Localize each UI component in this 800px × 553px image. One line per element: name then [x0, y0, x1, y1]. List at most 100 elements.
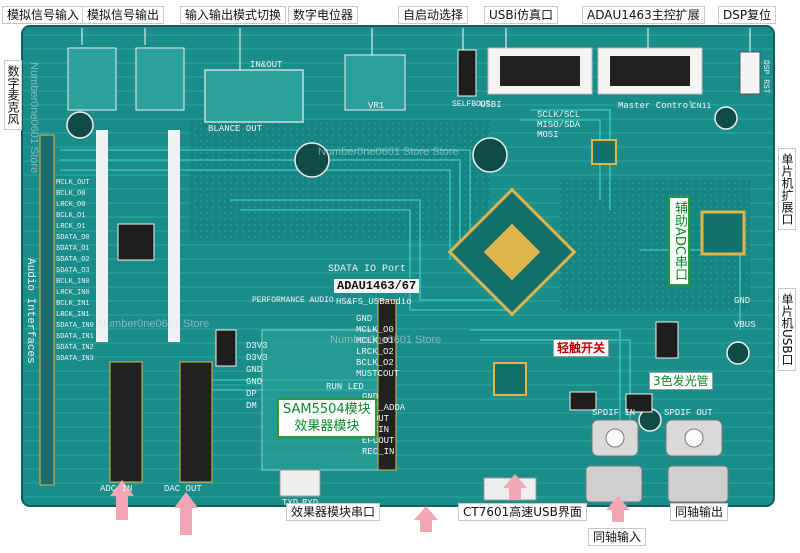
pin-label: LRCK_O2: [356, 347, 394, 357]
pin-label: DM: [246, 401, 257, 411]
adc-dac-pads: [109, 361, 213, 483]
callout-adau-ext: ADAU1463主控扩展: [582, 6, 705, 24]
label-adc-uart: 辅助ADC串口: [668, 196, 690, 286]
silk-selfboot: SELFBOOT: [452, 100, 491, 109]
pin-labels-left: MCLK_OUT BCLK_O0 LRCK_O0 BCLK_O1 LRCK_O1…: [56, 178, 94, 365]
pin-label: SDATA_O3: [56, 267, 90, 275]
adc-header-strip: [96, 130, 108, 342]
pin-label: LRCK_IN0: [56, 289, 90, 297]
silk-inout: IN&OUT: [250, 60, 283, 70]
label-rgb-led: 3色发光管: [649, 372, 713, 390]
io-switch-block: [204, 69, 304, 123]
callout-self-start: 自启动选择: [398, 6, 469, 24]
callout-coax-out: 同轴输出: [670, 503, 729, 521]
uart-connector: [279, 469, 321, 497]
dac-header-strip: [168, 130, 180, 342]
pin-label: BCLK_O2: [356, 358, 394, 368]
pin-labels-mid: D3V3 D3V3 GND GND DP DM: [246, 340, 268, 412]
callout-lines: [81, 28, 751, 70]
callout-analog-out: 模拟信号输出: [82, 6, 165, 24]
callout-analog-in: 模拟信号输入: [2, 6, 85, 24]
silk-miso: MISO/SDA: [537, 120, 581, 130]
ct7601-chip: [493, 362, 527, 396]
watermark: Number0ne0601 Store: [98, 318, 210, 330]
pin-label: SDATA_IN3: [56, 355, 94, 363]
vr1-block: [344, 54, 406, 111]
callout-usbi: USBi仿真口: [484, 6, 558, 24]
chip-sub-label: HS&FS_USBaudio: [336, 297, 412, 307]
pin-label: MUSTCOUT: [356, 369, 400, 379]
selfboot-jumper: [457, 49, 477, 97]
reset-button: [739, 51, 761, 95]
spdif-jacks: [585, 419, 729, 503]
pin-labels-center: GND MCLK_O0 MCLK_O1 LRCK_O2 BCLK_O2 MUST…: [356, 314, 399, 380]
watermark: Number0ne0601 Store: [28, 62, 40, 174]
label-touch-switch: 轻触开关: [553, 339, 610, 357]
silk-master-control: Master Control: [618, 101, 694, 111]
dsp-chip: [447, 187, 577, 317]
mcu-chip: [700, 210, 746, 256]
left-edge-connector: [39, 134, 55, 486]
chip-part-label: ADAU1463/67: [334, 279, 420, 293]
silk-vbus: VBUS: [734, 320, 756, 330]
analog-pad-blocks: [67, 47, 185, 111]
aux-chip: [591, 139, 617, 165]
pin-label: SDATA_IN2: [56, 344, 94, 352]
electrolytic-caps: [66, 106, 750, 432]
pin-label: MCLK_OUT: [56, 179, 90, 187]
pin-label: BCLK_IN1: [56, 300, 90, 308]
silk-gnd: GND: [734, 296, 751, 306]
silk-spdif-in: SPDIF IN: [592, 408, 636, 418]
pin-label: REC_IN: [362, 447, 395, 457]
callout-effects-uart: 效果器模块串口: [286, 503, 381, 521]
pin-label: GND: [362, 392, 379, 402]
pin-label: MCLK_O1: [356, 336, 394, 346]
pin-label: BCLK_O0: [56, 190, 86, 198]
callout-mcu-usb: 单片机USB口: [778, 288, 796, 371]
pin-label: LRCK_IN1: [56, 311, 90, 319]
pin-label: GND: [356, 314, 373, 324]
pin-label: MCLK_O0: [356, 325, 394, 335]
pin-label: EFCOUT: [362, 436, 395, 446]
pin-label: SDATA_O1: [56, 245, 90, 253]
callout-digital-pot: 数字电位器: [288, 6, 359, 24]
watermark: Number0ne0601 Store Store: [318, 146, 459, 158]
watermark: Number0ne0601 Store: [330, 334, 442, 346]
pin-label: SDATA_O0: [56, 234, 90, 242]
callout-io-switch: 输入输出模式切换: [180, 6, 287, 24]
silk-sdata-io: SDATA IO Port: [328, 264, 407, 275]
center-header: [377, 299, 397, 471]
pin-label: BCLK_IN0: [56, 278, 90, 286]
pin-label: D3V3: [246, 341, 268, 351]
silk-audio-interfaces: Audio Interfaces: [24, 258, 36, 364]
sam-line2: 效果器模块: [294, 419, 360, 434]
silk-balance-out: BLANCE OUT: [208, 124, 263, 134]
silk-adc-in: ADC IN: [100, 484, 133, 494]
pin-label: GND: [246, 365, 263, 375]
silk-sclk: SCLK/SCL: [537, 110, 581, 120]
silk-dac-out: DAC OUT: [164, 484, 202, 494]
silk-performance: PERFORMANCE AUDIO: [252, 296, 334, 305]
pin-label: GND: [246, 377, 263, 387]
callout-mcu-ext: 单片机扩展口: [778, 148, 796, 230]
silk-mosi: MOSI: [537, 130, 559, 140]
label-sam-module: SAM5504模块 效果器模块: [277, 398, 377, 438]
silk-spdif-out: SPDIF OUT: [664, 408, 713, 418]
pin-label: DP: [246, 389, 257, 399]
pin-label: D3V3: [246, 353, 268, 363]
pin-label: SDATA_IN1: [56, 333, 94, 341]
pin-label: SDATA_IN0: [56, 322, 94, 330]
silk-usbi: USBI: [480, 100, 502, 110]
silk-vr1: VR1: [368, 101, 385, 111]
callout-coax-in: 同轴输入: [588, 528, 647, 546]
silk-dsp-rst: DSP RST: [761, 60, 770, 94]
pointer-arrows: [110, 474, 630, 535]
callout-mic: 数字麦克风: [4, 60, 22, 130]
pin-label: LRCK_O1: [56, 223, 86, 231]
silk-cn11: CN11: [692, 102, 712, 111]
pin-label: BCLK_O1: [56, 212, 86, 220]
pin-label: RST_ADDA: [362, 403, 406, 413]
ground-plane-top: [190, 120, 490, 240]
